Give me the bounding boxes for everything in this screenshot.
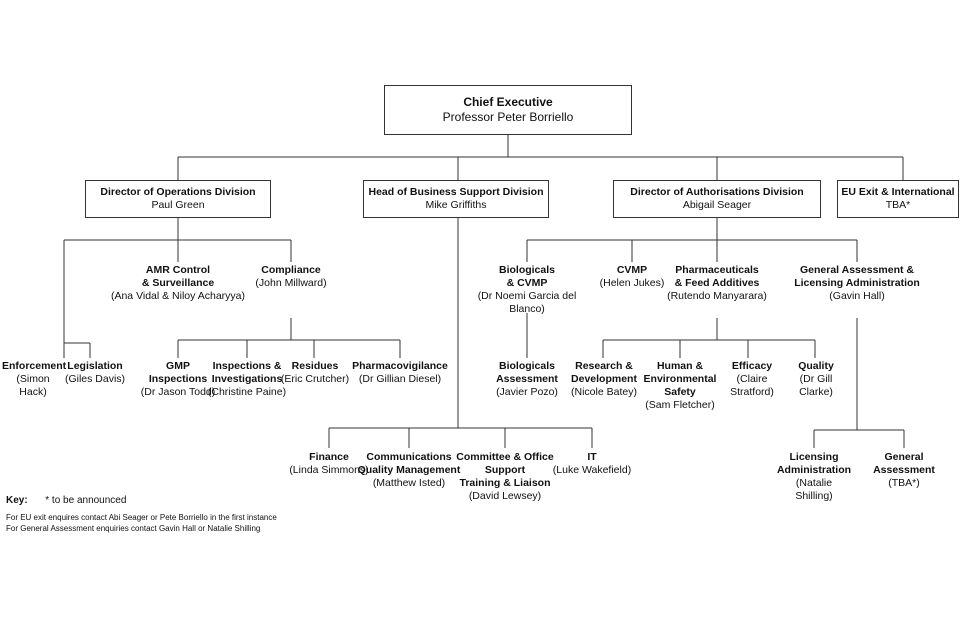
node-title: Inspections & Investigations: [211, 360, 283, 385]
node-title: Chief Executive: [463, 95, 553, 109]
node-title: General Assessment & Licensing Administr…: [794, 264, 920, 289]
node-person: Abigail Seager: [682, 199, 752, 211]
key-note-general-assessment: For General Assessment enquiries contact…: [6, 524, 261, 533]
node-person: (Claire Stratford): [730, 373, 774, 398]
cvmp-node: CVMP (Helen Jukes): [594, 264, 670, 290]
node-title: EU Exit & International: [841, 186, 955, 198]
node-title: Human & Environmental Safety: [643, 360, 717, 398]
quality-node: Quality (Dr Gill Clarke): [784, 360, 848, 399]
node-title: Research & Development: [571, 360, 637, 385]
node-person: (John Millward): [255, 277, 327, 289]
node-title: Enforcement: [2, 360, 67, 372]
node-person: (Rutendo Manyarara): [667, 290, 767, 302]
connector-ceo-to-divisions: [177, 135, 904, 180]
node-person: (Dr Jason Todd): [140, 386, 216, 398]
node-person: (Matthew Isted): [372, 477, 446, 489]
business-support-division-box: Head of Business Support Division Mike G…: [363, 180, 549, 218]
key-note-eu-exit: For EU exit enquires contact Abi Seager …: [6, 513, 277, 522]
node-title: Pharmaceuticals & Feed Additives: [674, 264, 760, 289]
node-title: Efficacy: [731, 360, 773, 372]
node-title: Committee & Office Support Training & Li…: [456, 451, 554, 489]
node-title: CVMP: [616, 264, 648, 276]
node-person: (Nicole Batey): [571, 386, 637, 398]
node-person: Paul Green: [151, 199, 205, 211]
enforcement-node: Enforcement (Simon Hack): [2, 360, 67, 399]
node-person: (Linda Simmons): [289, 464, 369, 476]
connector-authorisations: [526, 218, 858, 262]
connector-business-support: [328, 218, 593, 448]
legislation-node: Legislation (Giles Davis): [64, 360, 126, 386]
pharmacovigilance-node: Pharmacovigilance (Dr Gillian Diesel): [350, 360, 450, 386]
inspections-investigations-node: Inspections & Investigations (Christine …: [202, 360, 292, 399]
general-assessment-licensing-node: General Assessment & Licensing Administr…: [790, 264, 924, 303]
node-title: GMP Inspections: [148, 360, 208, 385]
node-title: Compliance: [261, 264, 321, 276]
node-person: TBA*: [885, 199, 911, 211]
node-person: (David Lewsey): [468, 490, 542, 502]
operations-division-box: Director of Operations Division Paul Gre…: [85, 180, 271, 218]
node-person: (Dr Gill Clarke): [799, 373, 833, 398]
general-assessment-node: General Assessment (TBA*): [868, 451, 940, 490]
node-person: (Gavin Hall): [829, 290, 885, 302]
key-legend: * to be announced: [45, 495, 127, 506]
node-title: Legislation: [67, 360, 123, 372]
connector-operations: [63, 218, 292, 358]
node-person: Mike Griffiths: [425, 199, 487, 211]
node-title: Licensing Administration: [776, 451, 852, 476]
node-title: General Assessment: [873, 451, 935, 476]
node-person: (Dr Noemi Garcia del Blanco): [477, 290, 577, 315]
key-panel: Key: * to be announced For EU exit enqui…: [6, 494, 277, 534]
amr-control-node: AMR Control & Surveillance (Ana Vidal & …: [103, 264, 253, 303]
connector-general-assessment: [813, 318, 905, 448]
node-person: (Christine Paine): [207, 386, 287, 398]
licensing-administration-node: Licensing Administration (Natalie Shilli…: [776, 451, 852, 503]
node-title: IT: [587, 451, 597, 463]
authorisations-division-box: Director of Authorisations Division Abig…: [613, 180, 821, 218]
node-title: Quality: [798, 360, 834, 372]
connector-pharmaceuticals: [602, 318, 816, 358]
node-person: (Simon Hack): [16, 373, 50, 398]
key-legend-line: Key: * to be announced: [6, 494, 277, 508]
efficacy-node: Efficacy (Claire Stratford): [716, 360, 788, 399]
node-title: Finance: [309, 451, 349, 463]
node-person: (Giles Davis): [64, 373, 126, 385]
node-person: (Luke Wakefield): [552, 464, 632, 476]
node-title: Biologicals Assessment: [496, 360, 558, 385]
pharmaceuticals-node: Pharmaceuticals & Feed Additives (Rutend…: [667, 264, 767, 303]
node-person: (Dr Gillian Diesel): [358, 373, 442, 385]
connector-compliance: [177, 318, 401, 358]
node-title: Director of Operations Division: [100, 186, 256, 198]
node-title: Residues: [291, 360, 339, 372]
chief-executive-box: Chief Executive Professor Peter Borriell…: [384, 85, 632, 135]
node-title: AMR Control & Surveillance: [141, 264, 215, 289]
node-title: Head of Business Support Division: [368, 186, 544, 198]
node-title: Communications Quality Management: [357, 451, 461, 476]
it-node: IT (Luke Wakefield): [552, 451, 632, 477]
node-person: (Sam Fletcher): [645, 399, 715, 411]
biologicals-cvmp-node: Biologicals & CVMP (Dr Noemi Garcia del …: [462, 264, 592, 316]
node-person: (Javier Pozo): [496, 386, 558, 398]
node-person: (Natalie Shilling): [795, 477, 833, 502]
node-person: (Eric Crutcher): [280, 373, 350, 385]
biologicals-assessment-node: Biologicals Assessment (Javier Pozo): [487, 360, 567, 399]
communications-node: Communications Quality Management (Matth…: [354, 451, 464, 490]
committee-support-node: Committee & Office Support Training & Li…: [455, 451, 555, 503]
finance-node: Finance (Linda Simmons): [279, 451, 379, 477]
node-person: (Ana Vidal & Niloy Acharyya): [110, 290, 246, 302]
gmp-inspections-node: GMP Inspections (Dr Jason Todd): [128, 360, 228, 399]
node-person: Professor Peter Borriello: [442, 110, 574, 124]
key-label: Key:: [6, 495, 28, 506]
node-person: (Helen Jukes): [599, 277, 665, 289]
node-title: Biologicals & CVMP: [498, 264, 555, 289]
node-person: (TBA*): [888, 477, 920, 489]
human-environmental-safety-node: Human & Environmental Safety (Sam Fletch…: [640, 360, 720, 412]
eu-exit-box: EU Exit & International TBA*: [837, 180, 959, 218]
research-development-node: Research & Development (Nicole Batey): [568, 360, 640, 399]
residues-node: Residues (Eric Crutcher): [279, 360, 351, 386]
compliance-node: Compliance (John Millward): [246, 264, 336, 290]
node-title: Director of Authorisations Division: [630, 186, 804, 198]
node-title: Pharmacovigilance: [352, 360, 448, 372]
